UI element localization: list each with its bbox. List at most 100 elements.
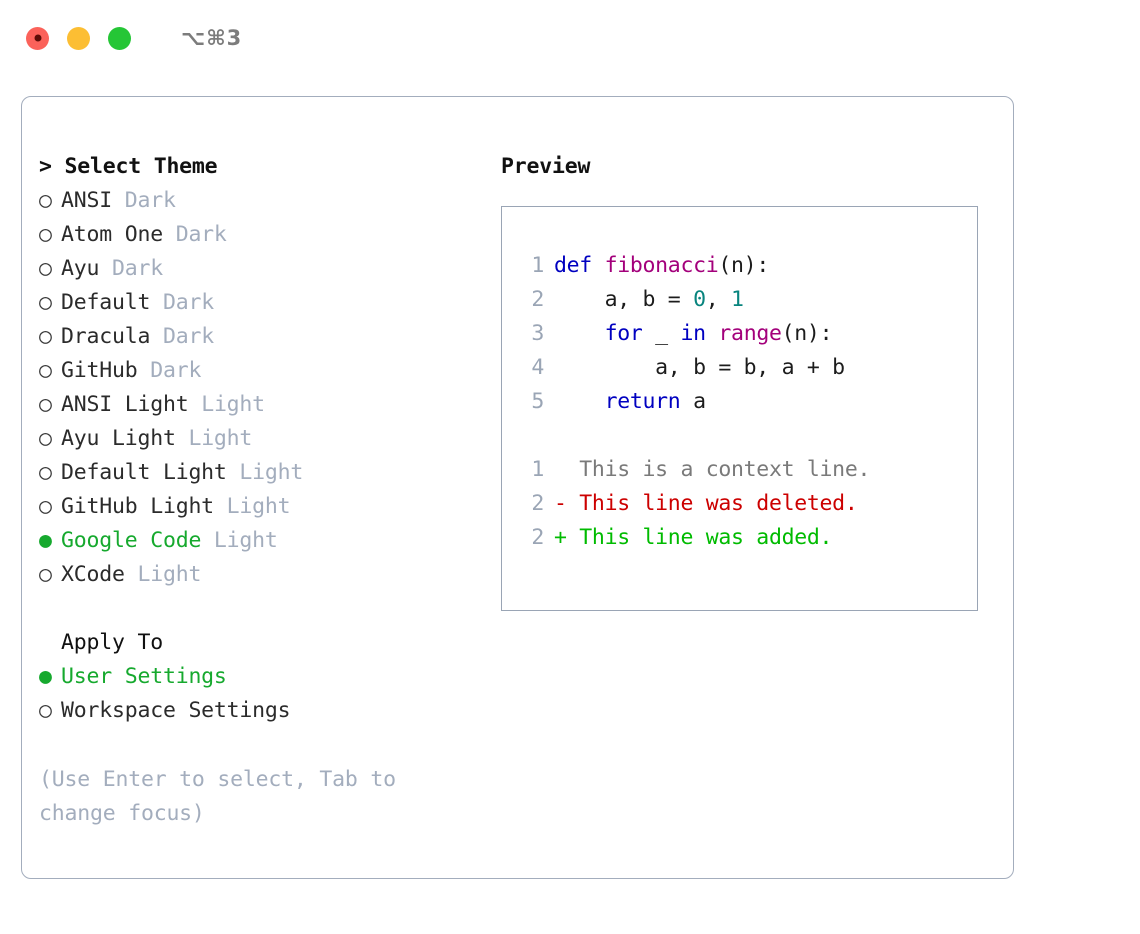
theme-option-xcode[interactable]: ○ XCode Light xyxy=(39,558,479,592)
code-line: 4 a, b = b, a + b xyxy=(518,351,977,385)
theme-option-label: GitHub Light xyxy=(61,494,214,519)
line-number: 2 xyxy=(531,287,544,312)
radio-unselected-icon: ○ xyxy=(39,460,52,485)
code-token: (n): xyxy=(781,321,833,346)
code-token xyxy=(706,321,719,346)
theme-variant-badge: Dark xyxy=(137,358,202,383)
code-token: , xyxy=(705,287,732,312)
code-line: 3 for _ in range(n): xyxy=(518,317,977,351)
title-bar: ⌥⌘3 xyxy=(0,0,1140,76)
diff-line-ctx: 1 This is a context line. xyxy=(518,453,977,487)
theme-variant-badge: Dark xyxy=(99,256,163,281)
theme-option-atom-one[interactable]: ○ Atom One Dark xyxy=(39,218,479,252)
line-number: 2 xyxy=(531,525,544,550)
radio-unselected-icon: ○ xyxy=(39,188,52,213)
theme-option-dracula[interactable]: ○ Dracula Dark xyxy=(39,320,479,354)
theme-option-default[interactable]: ○ Default Dark xyxy=(39,286,479,320)
code-line: 5 return a xyxy=(518,385,977,419)
theme-option-label: XCode xyxy=(61,562,125,587)
traffic-light-group xyxy=(26,26,131,50)
diff-line-add: 2 + This line was added. xyxy=(518,521,977,555)
code-token: 1 xyxy=(731,287,744,312)
code-token: range xyxy=(718,321,782,346)
radio-unselected-icon: ○ xyxy=(39,392,52,417)
code-token: 0 xyxy=(693,287,706,312)
theme-variant-badge: Dark xyxy=(150,324,214,349)
code-token: _ xyxy=(642,321,681,346)
radio-unselected-icon: ○ xyxy=(39,290,52,315)
close-window-button[interactable] xyxy=(26,26,49,50)
minimize-window-button[interactable] xyxy=(67,26,90,50)
theme-variant-badge: Light xyxy=(175,426,253,451)
radio-unselected-icon: ○ xyxy=(39,562,52,587)
diff-sample: 1 This is a context line.2- This line wa… xyxy=(518,453,977,555)
radio-unselected-icon: ○ xyxy=(39,426,52,451)
preview-title: Preview xyxy=(501,154,591,179)
code-line: 2 a, b = 0, 1 xyxy=(518,283,977,317)
theme-option-label: Google Code xyxy=(61,528,202,553)
code-token xyxy=(554,321,605,346)
radio-unselected-icon: ○ xyxy=(39,358,52,383)
theme-option-ansi[interactable]: ○ ANSI Dark xyxy=(39,184,479,218)
keyboard-hint-text: (Use Enter to select, Tab to change focu… xyxy=(39,767,396,826)
code-token: fibonacci xyxy=(604,253,719,278)
theme-variant-badge: Light xyxy=(188,392,265,417)
apply-to-options: ● User Settings ○Workspace Settings xyxy=(39,660,479,728)
theme-option-ayu-light[interactable]: ○ Ayu Light Light xyxy=(39,422,479,456)
diff-line-text: This is a context line. xyxy=(554,457,871,482)
code-token: return xyxy=(604,389,681,414)
theme-option-github-light[interactable]: ○GitHub Light Light xyxy=(39,490,479,524)
maximize-window-button[interactable] xyxy=(108,26,131,50)
theme-option-label: ANSI xyxy=(61,188,112,213)
radio-selected-icon: ● xyxy=(39,664,52,689)
code-token: for xyxy=(604,321,643,346)
theme-option-label: ANSI Light xyxy=(61,392,189,417)
theme-option-google-code[interactable]: ● Google Code Light xyxy=(39,524,479,558)
theme-option-label: Ayu xyxy=(61,256,100,281)
radio-unselected-icon: ○ xyxy=(39,256,52,281)
code-token: def xyxy=(554,253,605,278)
radio-selected-icon: ● xyxy=(39,528,52,553)
theme-option-label: Ayu Light xyxy=(61,426,176,451)
theme-option-label: Default xyxy=(61,290,151,315)
apply-to-option-user-settings[interactable]: ● User Settings xyxy=(39,660,479,694)
theme-variant-badge: Dark xyxy=(111,188,176,213)
theme-variant-badge: Dark xyxy=(162,222,227,247)
theme-option-default-light[interactable]: ○Default Light Light xyxy=(39,456,479,490)
code-token xyxy=(554,389,605,414)
theme-variant-badge: Light xyxy=(213,494,291,519)
theme-option-label: GitHub xyxy=(61,358,138,383)
theme-variant-badge: Dark xyxy=(150,290,214,315)
theme-variant-badge: Light xyxy=(201,528,278,553)
line-number: 2 xyxy=(531,491,544,516)
diff-line-del: 2- This line was deleted. xyxy=(518,487,977,521)
apply-to-option-label: Workspace Settings xyxy=(61,698,291,723)
main-panel: > Select Theme ○ANSI Dark○Atom One Dark○… xyxy=(21,96,1014,879)
apply-to-option-label: User Settings xyxy=(61,664,227,689)
code-token: a, b = xyxy=(554,287,694,312)
line-number: 4 xyxy=(531,355,544,380)
diff-line-text: + This line was added. xyxy=(554,525,833,550)
code-token: a, b = b, a + b xyxy=(554,355,845,380)
theme-option-ansi-light[interactable]: ○ ANSI Light Light xyxy=(39,388,479,422)
code-token: a xyxy=(680,389,706,414)
code-token: (n): xyxy=(718,253,769,278)
apply-to-section: Apply To ●User Settings○Workspace Settin… xyxy=(39,626,479,728)
theme-variant-badge: Light xyxy=(124,562,202,587)
theme-option-label: Atom One xyxy=(61,222,163,247)
theme-option-label: Dracula xyxy=(61,324,151,349)
spacer xyxy=(518,419,977,453)
theme-option-github[interactable]: ○ GitHub Dark xyxy=(39,354,479,388)
select-theme-heading: > Select Theme xyxy=(39,154,218,179)
keyboard-shortcut-label: ⌥⌘3 xyxy=(181,26,243,50)
theme-option-ayu[interactable]: ○ Ayu Dark xyxy=(39,252,479,286)
line-number: 5 xyxy=(531,389,544,414)
radio-unselected-icon: ○ xyxy=(39,324,52,349)
radio-unselected-icon: ○ xyxy=(39,222,52,247)
apply-to-option-workspace-settings[interactable]: ○Workspace Settings xyxy=(39,694,479,728)
theme-option-label: Default Light xyxy=(61,460,227,485)
